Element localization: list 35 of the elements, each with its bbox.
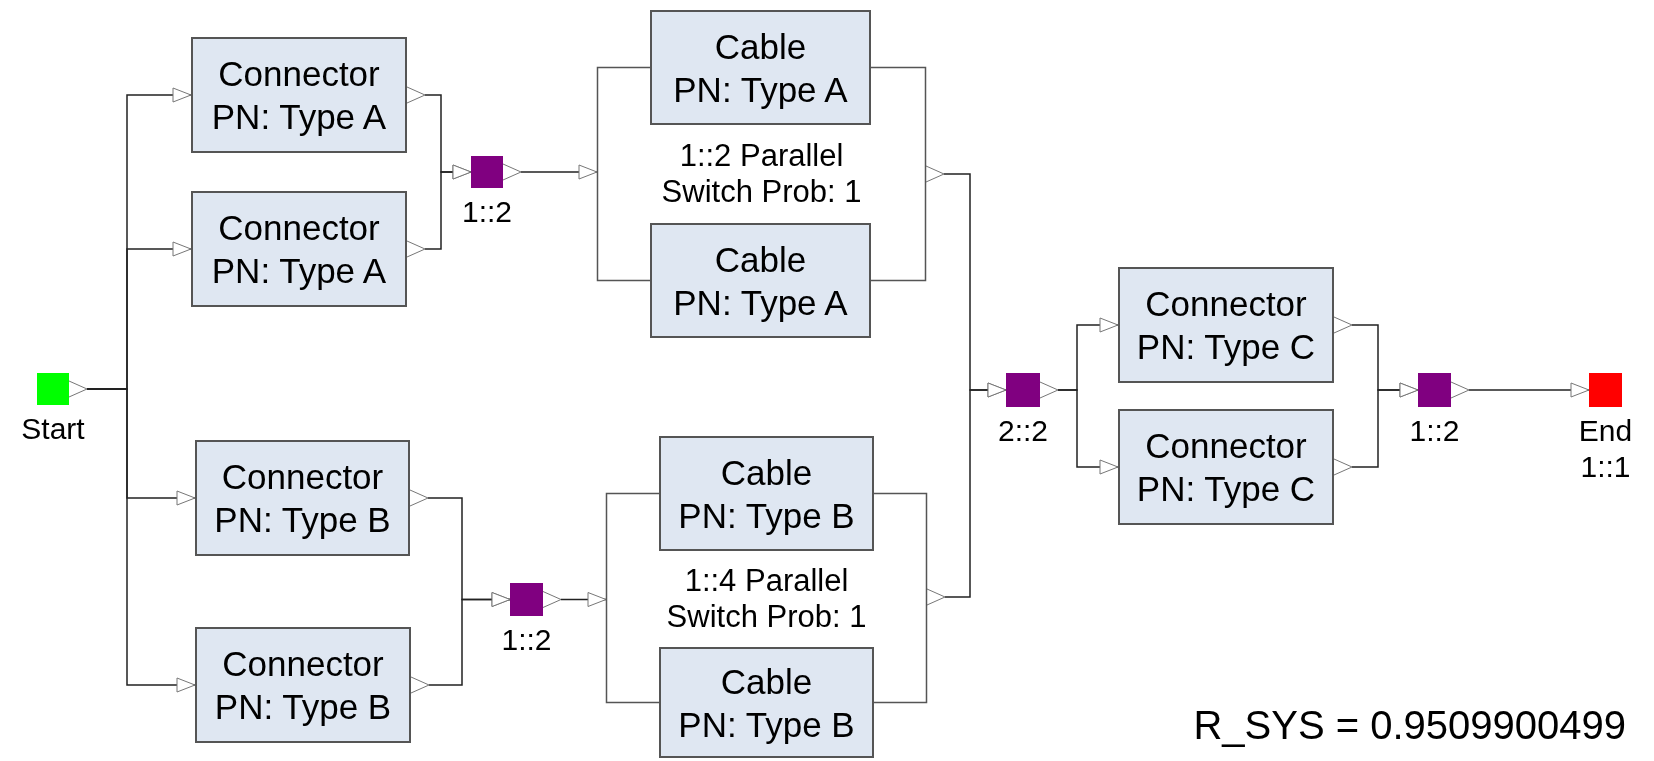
node-caption: End [1578,413,1633,449]
connector-arrow [424,164,472,250]
node-caption: 1::2 [1409,413,1460,449]
block-box: Connector PN: Type C [1118,267,1334,383]
block-box: Connector PN: Type A [191,37,407,153]
group-label: 1::2 Parallel Switch Prob: 1 [660,138,863,210]
connector-arrow [1351,382,1419,468]
connector-arrow [560,592,607,607]
connector-arrow [86,388,196,693]
connector-arrow [1057,389,1119,475]
junction-square [1006,373,1040,407]
connector-arrow [520,164,598,180]
block-box: Connector PN: Type C [1118,409,1334,525]
junction-square [1589,373,1622,407]
node-caption: 2::2 [997,413,1048,449]
block-box: Connector PN: Type B [195,627,411,743]
block-box: Connector PN: Type B [195,440,410,556]
block-box: Connector PN: Type A [191,191,407,307]
junction-square [471,156,503,188]
junction-square [1418,373,1451,407]
node-caption: 1::2 [501,622,552,658]
connector-arrow [1468,382,1590,398]
group-label: 1::4 Parallel Switch Prob: 1 [665,563,868,635]
block-box: Cable PN: Type A [650,10,871,125]
block-box: Cable PN: Type B [659,647,874,758]
node-caption: 1::1 [1580,449,1631,485]
block-box: Cable PN: Type B [659,436,874,551]
connector-arrow [944,382,1007,598]
junction-square [510,583,543,616]
block-box: Cable PN: Type A [650,223,871,338]
connector-arrow [428,592,511,686]
node-caption: Start [21,411,85,447]
junction-square [37,373,69,405]
node-caption: 1::2 [461,194,512,230]
result-note: R_SYS = 0.9509900499 [1193,702,1626,749]
